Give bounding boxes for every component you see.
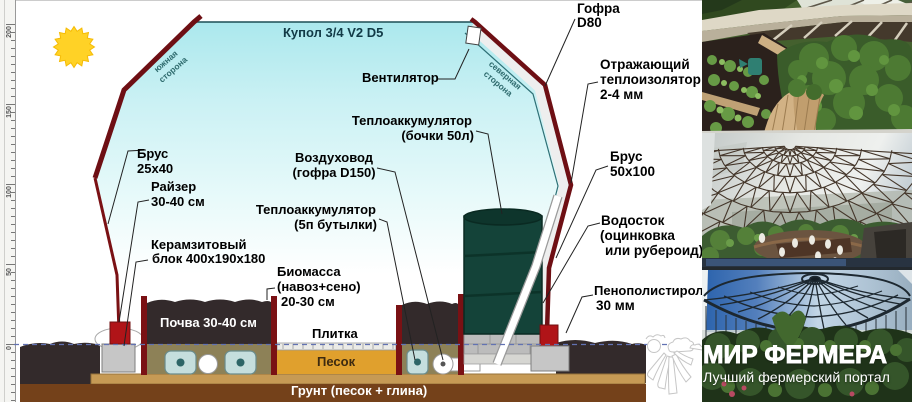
svg-text:Райзер: Райзер bbox=[151, 179, 196, 194]
svg-text:Теплоаккумулятор: Теплоаккумулятор bbox=[352, 113, 472, 128]
svg-text:теплоизолятор: теплоизолятор bbox=[600, 72, 701, 87]
svg-text:Отражающий: Отражающий bbox=[600, 57, 690, 72]
svg-text:Брус: Брус bbox=[137, 146, 168, 161]
svg-text:(5п бутылки): (5п бутылки) bbox=[294, 217, 377, 232]
svg-text:блок 400x190x180: блок 400x190x180 bbox=[152, 251, 265, 266]
svg-text:D80: D80 bbox=[577, 15, 602, 30]
svg-text:Биомасса: Биомасса bbox=[277, 264, 341, 279]
svg-text:Керамзитовый: Керамзитовый bbox=[151, 237, 246, 252]
svg-text:или рубероид): или рубероид) bbox=[605, 243, 703, 258]
svg-text:Воздуховод: Воздуховод bbox=[295, 150, 374, 165]
svg-text:50x100: 50x100 bbox=[610, 164, 655, 179]
svg-text:(гофра D150): (гофра D150) bbox=[292, 165, 375, 180]
svg-text:20-30 см: 20-30 см bbox=[281, 294, 335, 309]
svg-text:Почва 30-40 см: Почва 30-40 см bbox=[160, 315, 257, 330]
svg-text:25x40: 25x40 bbox=[137, 161, 173, 176]
svg-text:Купол 3/4 V2 D5: Купол 3/4 V2 D5 bbox=[283, 25, 383, 40]
svg-text:Пенополистирол: Пенополистирол bbox=[594, 283, 704, 298]
svg-text:50: 50 bbox=[6, 268, 13, 276]
svg-text:Теплоаккумулятор: Теплоаккумулятор bbox=[256, 202, 376, 217]
svg-text:100: 100 bbox=[6, 186, 13, 198]
svg-text:(бочки 50л): (бочки 50л) bbox=[401, 128, 474, 143]
svg-text:Грунт (песок + глина): Грунт (песок + глина) bbox=[291, 383, 427, 398]
svg-text:150: 150 bbox=[6, 106, 13, 118]
svg-text:Песок: Песок bbox=[317, 354, 356, 369]
svg-text:30 мм: 30 мм bbox=[596, 298, 635, 313]
svg-text:(навоз+сено): (навоз+сено) bbox=[277, 279, 361, 294]
svg-text:Гофра: Гофра bbox=[577, 1, 620, 16]
svg-text:Плитка: Плитка bbox=[312, 326, 358, 341]
svg-text:(оцинковка: (оцинковка bbox=[600, 228, 675, 243]
svg-text:Вентилятор: Вентилятор bbox=[362, 70, 439, 85]
svg-text:Водосток: Водосток bbox=[601, 213, 665, 228]
svg-text:0: 0 bbox=[6, 346, 13, 350]
svg-text:200: 200 bbox=[6, 26, 13, 38]
svg-text:2-4 мм: 2-4 мм bbox=[600, 87, 643, 102]
svg-text:Брус: Брус bbox=[610, 149, 643, 164]
svg-text:30-40 см: 30-40 см bbox=[151, 194, 205, 209]
